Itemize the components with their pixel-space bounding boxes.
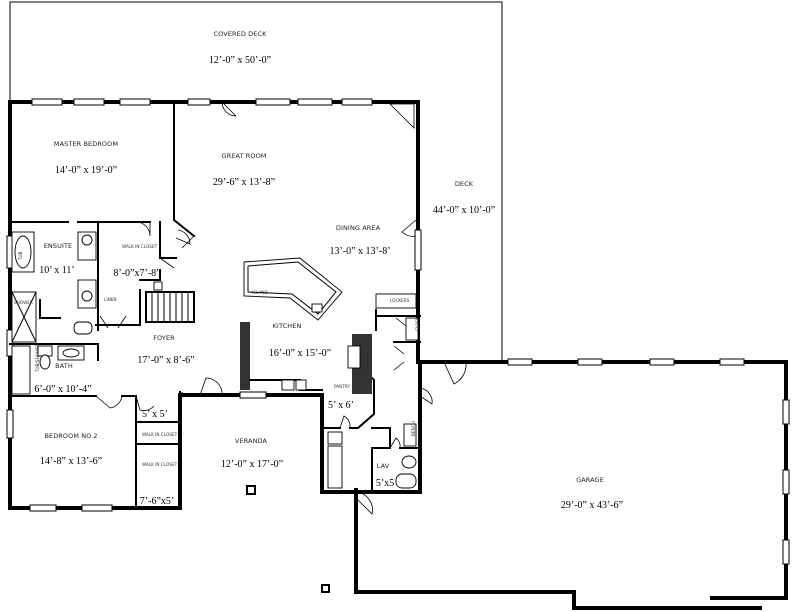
great-room-dim: 29’-6” x 13’-8” <box>213 177 275 188</box>
master-bedroom-dim: 14’-0” x 19’-0” <box>55 165 117 176</box>
doors <box>95 101 467 515</box>
kitchen-counters <box>240 322 372 394</box>
stairs <box>145 281 195 323</box>
exterior-walls <box>8 100 788 610</box>
walk-in-closet-bedroom-dim: 7’-6”x5’ <box>140 496 174 507</box>
kitchen-island: ISLAND <box>243 257 343 321</box>
walk-in-closet-master-dim: 8’-0”x7’-8” <box>113 268 160 279</box>
covered-deck-name: COVERED DECK <box>214 30 268 38</box>
linen-label: LINEN <box>104 297 116 302</box>
dining-area-dim: 13’-0” x 13’-8’ <box>329 246 390 257</box>
pantry-dim: 5’ x 6’ <box>328 400 354 411</box>
bench-label: BENCH <box>411 421 416 436</box>
shower-label: SHOWER <box>14 300 33 305</box>
column-markers <box>246 485 330 593</box>
closet-label: CLOSET <box>415 314 420 331</box>
lockers-label: LOCKERS <box>390 298 410 303</box>
kitchen-dim: 16’-0” x 15’-0” <box>269 348 331 359</box>
garage-dim: 29’-0” x 43’-6” <box>561 500 623 511</box>
great-room-name: GREAT ROOM <box>222 152 267 160</box>
room-labels: COVERED DECK 12’-0” x 50’-0” MASTER BEDR… <box>34 30 623 511</box>
interior-walls <box>9 101 421 509</box>
covered-deck-dim: 12’-0” x 50’-0” <box>209 55 271 66</box>
windows <box>6 98 790 565</box>
bathroom-fixtures: TUB SHOWER TUB/SHOWER BENCH LOCKERS CLOS… <box>11 231 420 489</box>
veranda-dim: 12’-0” x 17’-0” <box>221 459 283 470</box>
tub-shower-label: TUB/SHOWER <box>35 343 40 373</box>
lav-name: LAV <box>377 462 390 470</box>
hall-closet-dim: 5’ x 5’ <box>142 409 168 420</box>
veranda-name: VERANDA <box>235 437 268 445</box>
bath-name: BATH <box>55 362 73 370</box>
foyer-dim: 17’-0” x 8’-6” <box>137 355 194 366</box>
walk-in-closet-small-label: WALK IN CLOSET <box>142 432 178 437</box>
ensuite-dim: 10’ x 11’ <box>39 265 75 276</box>
pantry-name: PANTRY <box>334 384 350 389</box>
dining-area-name: DINING AREA <box>336 224 381 232</box>
walk-in-closet-bedroom-name: WALK IN CLOSET <box>142 462 178 467</box>
bedroom-2-dim: 14’-8” x 13’-6” <box>40 456 102 467</box>
lav-dim: 5’x5 <box>376 478 394 489</box>
foyer-name: FOYER <box>153 334 175 342</box>
deck-name: DECK <box>455 180 474 188</box>
kitchen-name: KITCHEN <box>273 322 302 330</box>
island-label: ISLAND <box>252 290 268 295</box>
deck-dim: 44’-0” x 10’-0” <box>433 205 495 216</box>
walk-in-closet-master-name: WALK IN CLOSET <box>122 244 158 249</box>
ensuite-name: ENSUITE <box>44 242 73 250</box>
tub-label: TUB <box>18 251 23 261</box>
master-bedroom-name: MASTER BEDROOM <box>54 140 118 148</box>
bedroom-2-name: BEDROOM No.2 <box>44 432 97 440</box>
garage-name: GARAGE <box>576 476 604 484</box>
bath-dim: 6’-0” x 10’-4” <box>34 384 91 395</box>
